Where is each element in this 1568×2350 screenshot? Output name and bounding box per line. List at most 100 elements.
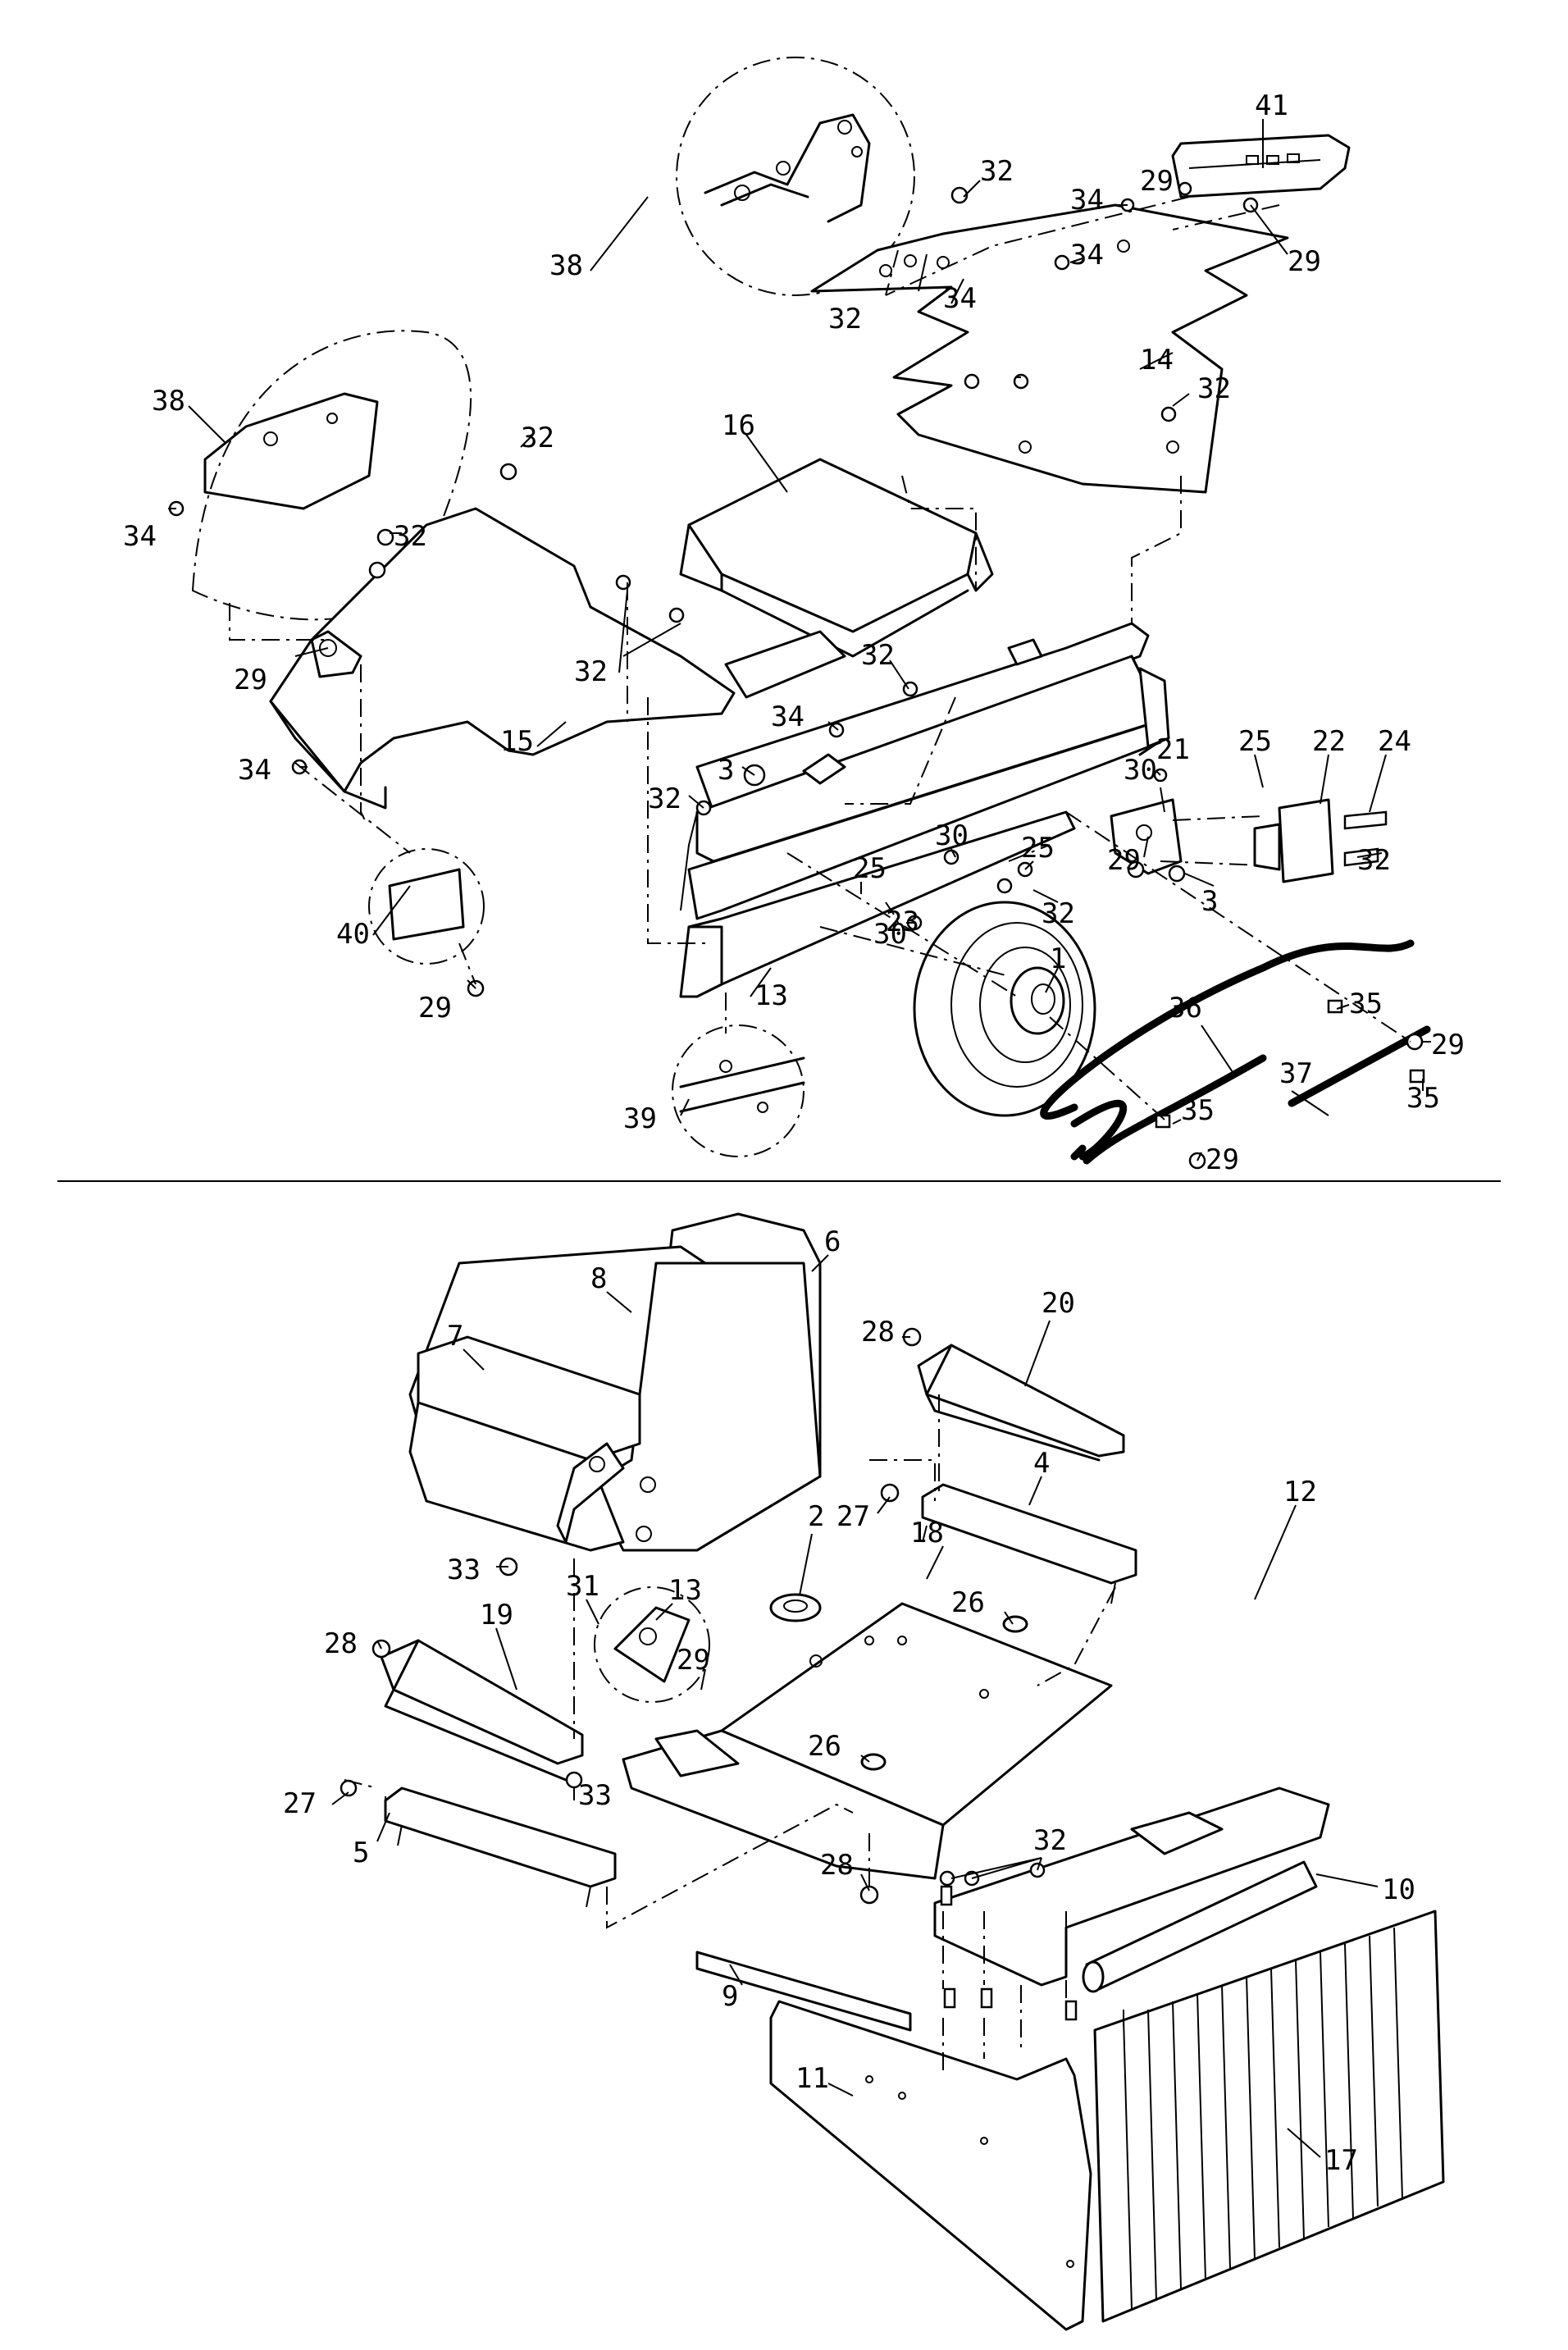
belt-36-left [1083,1054,1267,1165]
belt-36-lower [1070,1144,1087,1161]
label-32: 32 [1197,372,1231,405]
label-16: 16 [722,409,755,442]
label-13: 13 [754,979,788,1012]
label-34: 34 [238,754,271,787]
panel-15 [269,507,736,810]
label-33: 33 [447,1554,481,1586]
label-39: 39 [623,1102,657,1135]
label-29: 29 [1206,1143,1239,1176]
label-19: 19 [480,1599,513,1631]
panel-18 [622,1602,1113,1880]
label-18: 18 [910,1517,944,1549]
label-35: 35 [1181,1094,1215,1127]
rail-4 [921,1483,1137,1604]
label-29: 29 [677,1644,710,1677]
label-32: 32 [1357,844,1391,877]
belt-37 [1288,1025,1431,1107]
detail-circle-38-top [676,57,915,296]
label-34: 34 [771,700,805,733]
label-17: 17 [1324,2144,1358,2177]
label-10: 10 [1382,1873,1415,1906]
upper-assembly [168,57,1431,1170]
belt-36 [1040,939,1415,1161]
label-29: 29 [234,664,267,696]
tube-10 [1082,1860,1318,1993]
label-20: 20 [1042,1287,1075,1320]
label-27: 27 [283,1787,317,1820]
label-32: 32 [574,655,608,688]
label-31: 31 [566,1570,599,1603]
label-29: 29 [1288,245,1321,278]
label-32: 32 [861,639,895,672]
label-29: 29 [418,992,452,1024]
leaders-lower [331,1254,1379,2158]
detail-circle-13 [594,1586,710,1703]
assembly-lines-lower [344,1394,1124,2075]
label-29: 29 [1431,1029,1465,1061]
label-24: 24 [1378,725,1411,758]
label-23: 23 [886,906,919,938]
label-2: 2 [808,1500,824,1533]
label-41: 41 [1255,89,1288,122]
label-32: 32 [1033,1824,1067,1857]
label-33: 33 [578,1779,612,1812]
label-25: 25 [853,852,887,885]
label-37: 37 [1279,1057,1313,1090]
detail-circle-39 [672,1024,805,1157]
label-28: 28 [820,1849,854,1882]
label-32: 32 [828,303,862,335]
bracket-19 [380,1639,584,1782]
label-32: 32 [1042,897,1075,930]
label-5: 5 [353,1837,369,1869]
label-14: 14 [1140,344,1174,376]
label-22: 22 [1312,725,1346,758]
label-8: 8 [590,1262,607,1295]
cover-16 [679,458,994,699]
label-25: 25 [1238,725,1272,758]
label-28: 28 [861,1316,895,1348]
label-32: 32 [648,783,681,815]
label-30: 30 [935,819,969,852]
label-30: 30 [1124,754,1157,787]
pulley-1 [913,901,1096,1117]
label-4: 4 [1033,1447,1050,1480]
label-30: 30 [873,918,907,951]
label-28: 28 [324,1627,358,1660]
lower-assembly [331,1212,1445,2331]
label-26: 26 [808,1730,841,1763]
bracket-20 [917,1344,1125,1462]
bracket-41 [1171,134,1351,198]
label-34: 34 [943,282,977,315]
label-40: 40 [336,918,370,951]
label-15: 15 [500,725,534,758]
label-36: 36 [1169,992,1202,1024]
label-26: 26 [951,1586,985,1619]
label-38: 38 [152,385,185,418]
label-32: 32 [521,422,554,454]
panel-14 [810,203,1289,494]
label-6: 6 [824,1225,841,1258]
leaders-upper [168,119,1431,1161]
grille-17 [1093,1910,1445,2323]
label-34: 34 [1070,184,1104,217]
label-13: 13 [668,1574,702,1607]
label-9: 9 [722,1980,738,2013]
label-35: 35 [1349,988,1383,1020]
base-11 [769,2000,1092,2331]
label-21: 21 [1156,733,1190,766]
strip-9 [695,1951,912,2032]
label-34: 34 [123,520,157,553]
label-34: 34 [1070,239,1104,272]
label-32: 32 [394,520,427,553]
grommet-2 [769,1593,822,1622]
label-29: 29 [1140,165,1174,198]
seat-bracket-6 [556,1442,656,1544]
label-27: 27 [836,1500,870,1533]
label-12: 12 [1283,1476,1317,1508]
label-32: 32 [980,155,1014,188]
label-7: 7 [447,1320,463,1353]
label-3: 3 [718,754,734,787]
detail-circle-40 [368,848,485,965]
part-labels: 41 32 34 29 29 34 38 34 32 14 32 38 32 3… [123,89,1465,2177]
